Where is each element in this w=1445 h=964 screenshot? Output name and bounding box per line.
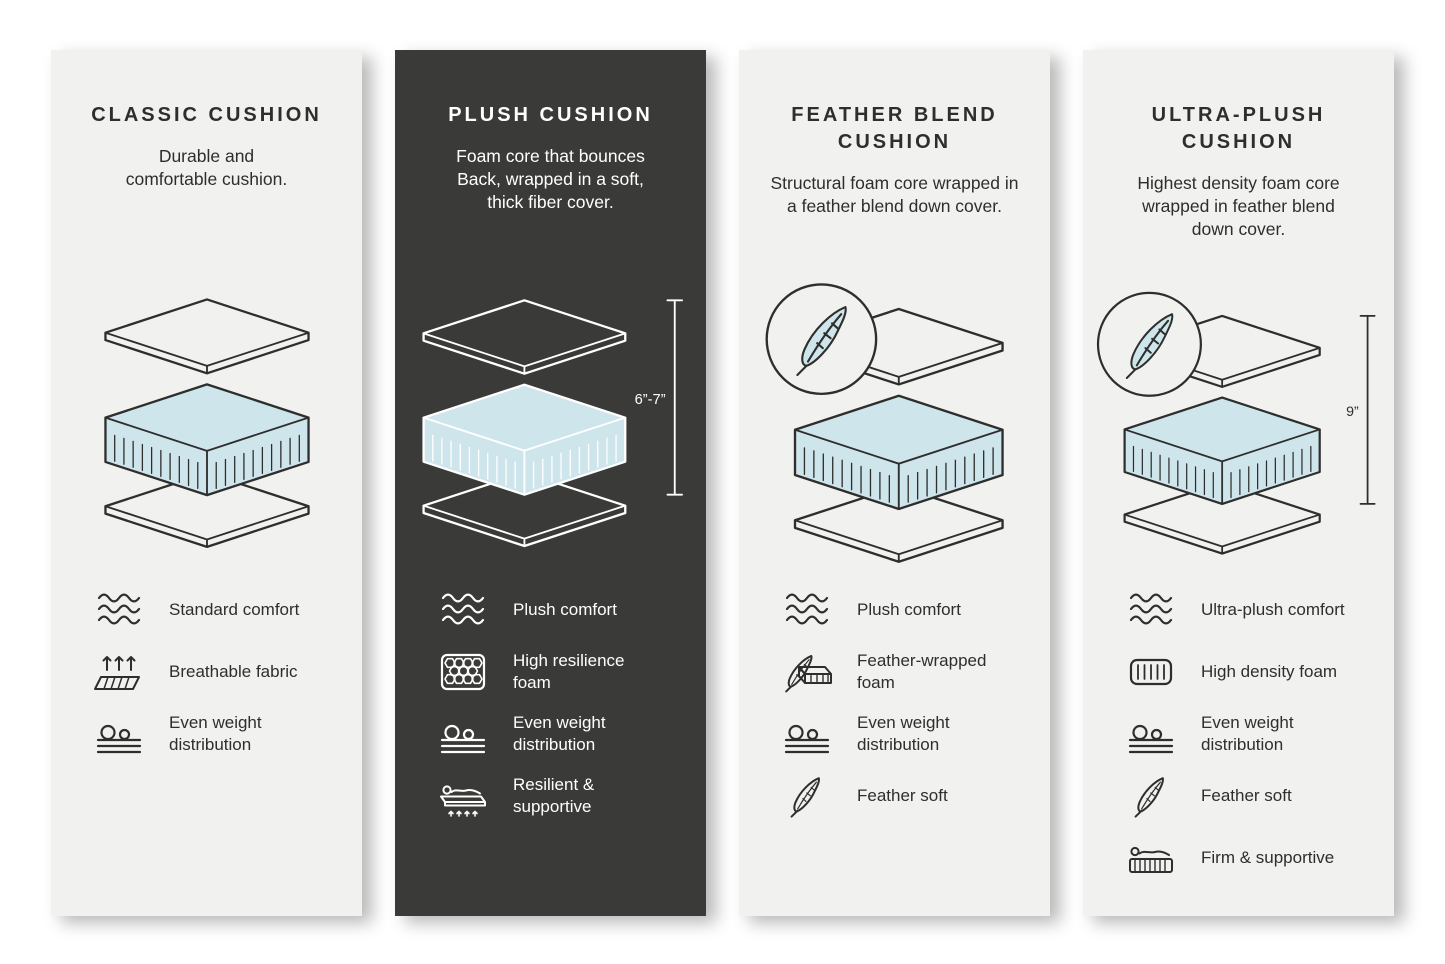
feature-row: Plush comfort (437, 588, 694, 632)
cushion-layers (421, 299, 626, 548)
card-title: PLUSH CUSHION (448, 104, 653, 126)
cushion-diagram: 6”-7” (395, 262, 706, 588)
card-title: ULTRA-PLUSH CUSHION (1151, 104, 1326, 153)
card-description: Foam core that bounces Back, wrapped in … (456, 146, 645, 213)
breathable-fabric-icon (94, 656, 140, 690)
feature-row: High resilience foam (437, 650, 694, 694)
feature-row: Breathable fabric (93, 650, 350, 694)
feature-label: High density foam (1201, 662, 1338, 682)
measurement-label: 6”-7” (634, 392, 665, 408)
cushion-card-feather-blend: FEATHER BLEND CUSHION Structural foam co… (739, 50, 1050, 916)
waves-icon (1129, 593, 1173, 625)
cushion-diagram: 9” (1083, 262, 1394, 588)
feature-label: Ultra-plush comfort (1201, 600, 1345, 620)
cushion-layers (103, 298, 310, 549)
feather-badge (766, 284, 875, 393)
weight-distribution-icon (96, 724, 142, 754)
card-description: Durable and comfortable cushion. (125, 146, 288, 190)
feature-label: High resilience foam (513, 651, 625, 692)
feature-list: Plush comfort Feather-wrapped foam Even … (739, 588, 1050, 818)
firm-support-icon (1129, 846, 1173, 873)
layered-cushion-illustration: 9” (1089, 284, 1376, 555)
waves-icon (441, 593, 485, 625)
feature-label: Feather soft (857, 786, 948, 806)
feature-row: Even weight distribution (437, 712, 694, 756)
feature-label: Even weight distribution (513, 713, 606, 754)
card-head: CLASSIC CUSHION Durable and comfortable … (51, 50, 362, 262)
measurement-label: 9” (1346, 404, 1359, 420)
cushion-diagram (739, 262, 1050, 588)
feature-row: Even weight distribution (781, 712, 1038, 756)
feature-row: Even weight distribution (1125, 712, 1382, 756)
feature-label: Plush comfort (857, 600, 961, 620)
card-head: FEATHER BLEND CUSHION Structural foam co… (739, 50, 1050, 262)
card-description: Highest density foam core wrapped in fea… (1137, 173, 1340, 240)
feature-row: Feather-wrapped foam (781, 650, 1038, 694)
feather-wrapped-foam-icon (781, 650, 833, 694)
weight-distribution-icon (1128, 724, 1174, 754)
feature-row: High density foam (1125, 650, 1382, 694)
feature-label: Feather soft (1201, 786, 1292, 806)
feature-label: Even weight distribution (1201, 713, 1294, 754)
feature-label: Feather-wrapped foam (857, 651, 987, 692)
feature-label: Even weight distribution (857, 713, 950, 754)
layered-cushion-illustration: 6”-7” (421, 299, 683, 548)
feature-label: Firm & supportive (1201, 848, 1335, 868)
feature-row: Even weight distribution (93, 712, 350, 756)
feature-list: Ultra-plush comfort High density foam Ev… (1083, 588, 1394, 880)
cushion-diagram (51, 262, 362, 588)
height-measurement (1359, 315, 1376, 505)
card-head: ULTRA-PLUSH CUSHION Highest density foam… (1083, 50, 1394, 262)
honeycomb-foam-icon (437, 650, 489, 694)
high-density-foam-icon (1129, 658, 1173, 686)
cushion-card-plush: PLUSH CUSHION Foam core that bounces Bac… (395, 50, 706, 916)
feature-label: Plush comfort (513, 600, 617, 620)
height-measurement (666, 299, 683, 496)
feature-row: Plush comfort (781, 588, 1038, 632)
weight-distribution-icon (784, 724, 830, 754)
feature-label: Even weight distribution (169, 713, 262, 754)
weight-distribution-icon (440, 724, 486, 754)
feature-label: Standard comfort (169, 600, 300, 620)
feature-list: Standard comfort Breathable fabric Even … (51, 588, 362, 756)
bounce-support-icon (440, 785, 486, 817)
feature-row: Standard comfort (93, 588, 350, 632)
feather-icon (1125, 774, 1177, 818)
layered-cushion-illustration (103, 298, 310, 549)
feather-icon (781, 774, 833, 818)
feather-badge (1098, 293, 1201, 396)
waves-icon (97, 593, 141, 625)
feature-label: Resilient & supportive (513, 775, 595, 816)
feature-list: Plush comfort High resilience foam Even … (395, 588, 706, 818)
card-title: CLASSIC CUSHION (91, 104, 322, 126)
feature-row: Ultra-plush comfort (1125, 588, 1382, 632)
card-description: Structural foam core wrapped in a feathe… (770, 173, 1019, 217)
cushion-card-classic: CLASSIC CUSHION Durable and comfortable … (51, 50, 362, 916)
feature-row: Feather soft (781, 774, 1038, 818)
cushion-card-ultra-plush: ULTRA-PLUSH CUSHION Highest density foam… (1083, 50, 1394, 916)
card-head: PLUSH CUSHION Foam core that bounces Bac… (395, 50, 706, 262)
waves-icon (785, 593, 829, 625)
feature-row: Firm & supportive (1125, 836, 1382, 880)
feature-row: Feather soft (1125, 774, 1382, 818)
layered-cushion-illustration (757, 275, 1004, 563)
feature-label: Breathable fabric (169, 662, 298, 682)
feature-row: Resilient & supportive (437, 774, 694, 818)
card-title: FEATHER BLEND CUSHION (791, 104, 998, 153)
